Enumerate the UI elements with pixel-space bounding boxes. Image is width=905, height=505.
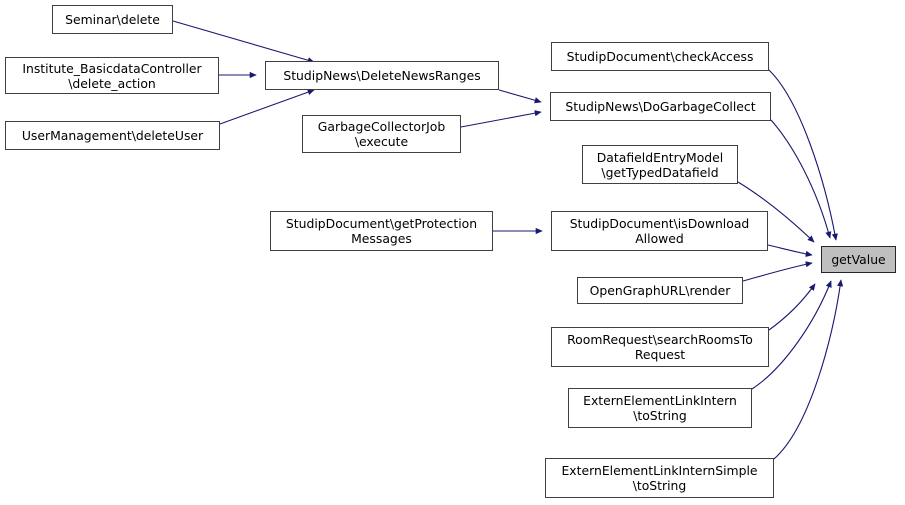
graph-node-isdownloadallowed[interactable]: StudipDocument\isDownload Allowed [551,211,768,251]
graph-node-institute_ctrl[interactable]: Institute_BasicdataController \delete_ac… [5,57,219,94]
graph-edge-roomrequest-to-getvalue [768,283,816,331]
graph-edge-isdownloadallowed-to-getvalue [767,244,813,258]
graph-node-datafieldentrymodel[interactable]: DatafieldEntryModel \getTypedDatafield [582,145,738,184]
graph-node-roomrequest[interactable]: RoomRequest\searchRoomsTo Request [551,327,769,367]
graph-node-getvalue[interactable]: getValue [821,246,896,273]
graph-node-externlinkintern[interactable]: ExternElementLinkIntern \toString [568,388,752,428]
graph-node-seminar_delete[interactable]: Seminar\delete [52,5,173,34]
graph-edge-deletenewsranges-to-dogarbagecollect [498,89,542,104]
graph-node-deletenewsranges[interactable]: StudipNews\DeleteNewsRanges [265,61,499,90]
graph-edge-dogarbagecollect-to-getvalue [770,119,832,239]
graph-edge-seminar_delete-to-deletenewsranges [172,20,315,64]
graph-edge-checkaccess-to-getvalue [768,69,838,241]
graph-edge-opengraphurl_render-to-getvalue [742,261,813,282]
graph-node-opengraphurl_render[interactable]: OpenGraphURL\render [577,277,743,304]
graph-edge-usermanagement_deleteuser-to-deletenewsranges [219,89,315,125]
graph-node-garbagecollectorjob[interactable]: GarbageCollectorJob \execute [302,115,461,153]
graph-node-externlinkinternsimple[interactable]: ExternElementLinkInternSimple \toString [545,458,774,498]
graph-node-dogarbagecollect[interactable]: StudipNews\DoGarbageCollect [550,92,771,121]
graph-edge-externlinkinternsimple-to-getvalue [773,279,844,460]
graph-edge-garbagecollectorjob-to-dogarbagecollect [460,110,542,128]
graph-node-usermanagement_deleteuser[interactable]: UserManagement\deleteUser [5,121,220,150]
graph-node-checkaccess[interactable]: StudipDocument\checkAccess [551,42,769,71]
graph-node-getprotectionmessages[interactable]: StudipDocument\getProtection Messages [270,211,493,251]
